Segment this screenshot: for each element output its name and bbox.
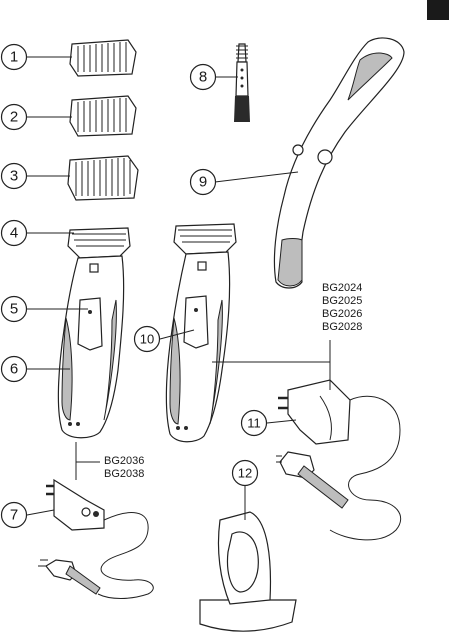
- model-label: BG2025: [322, 295, 362, 307]
- comb-2: [69, 95, 137, 137]
- callout-3: 3: [0, 162, 28, 190]
- callout-number: 8: [199, 69, 207, 86]
- cleaning-brush: [234, 43, 250, 122]
- charging-stand: [199, 511, 297, 632]
- callout-number: 10: [140, 332, 154, 347]
- callout-2: 2: [0, 103, 28, 131]
- model-label: BG2038: [104, 468, 144, 480]
- callout-9: 9: [189, 168, 217, 196]
- callout-10: 10: [133, 325, 161, 353]
- callout-4: 4: [0, 219, 28, 247]
- callout-number: 4: [10, 225, 18, 242]
- bodygroom-right: [165, 223, 237, 443]
- model-label: BG2036: [104, 455, 144, 467]
- callout-7: 7: [0, 501, 28, 529]
- extension-handle: [273, 37, 405, 289]
- leader-10: [159, 329, 195, 340]
- callout-number: 12: [238, 466, 252, 481]
- model-label: BG2028: [322, 321, 362, 333]
- leader-11: [266, 419, 297, 424]
- callout-number: 9: [199, 174, 207, 191]
- leader-7: [26, 509, 55, 516]
- callout-number: 6: [10, 361, 18, 378]
- page-tab: [427, 0, 449, 20]
- adapter-large: [276, 379, 402, 541]
- model-list-left: BG2036 BG2038: [104, 455, 144, 480]
- model-list-right: BG2024 BG2025 BG2026 BG2028: [322, 282, 362, 333]
- comb-3: [67, 155, 139, 201]
- callout-1: 1: [0, 43, 28, 71]
- callout-11: 11: [240, 409, 268, 437]
- callout-6: 6: [0, 355, 28, 383]
- callout-number: 3: [10, 168, 18, 185]
- callout-number: 11: [247, 416, 261, 431]
- model-label: BG2024: [322, 282, 362, 294]
- adapter-small: [38, 478, 154, 599]
- comb-1: [69, 39, 137, 77]
- bodygroom-left: [57, 227, 131, 439]
- callout-number: 1: [10, 49, 18, 66]
- callout-8: 8: [189, 63, 217, 91]
- model-label: BG2026: [322, 308, 362, 320]
- callout-number: 2: [10, 109, 18, 126]
- callout-5: 5: [0, 295, 28, 323]
- callout-12: 12: [231, 459, 259, 487]
- leader-9: [214, 171, 299, 183]
- callout-number: 5: [10, 301, 18, 318]
- callout-number: 7: [10, 507, 18, 524]
